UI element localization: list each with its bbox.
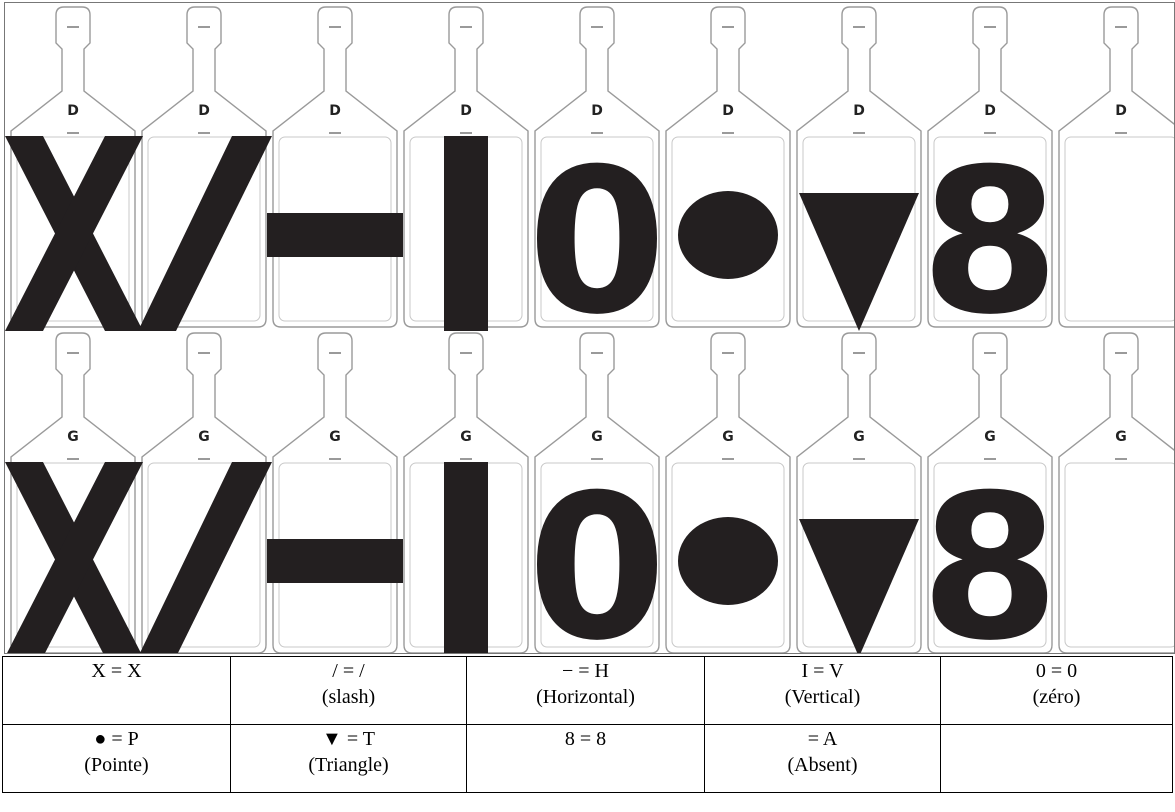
bottle-side-letter: G [67, 429, 79, 445]
mark-vertical [444, 462, 488, 654]
bottle: G [273, 333, 397, 653]
legend-cell: 0 = 0(zéro) [941, 657, 1173, 725]
bottle: D [1059, 7, 1175, 327]
legend-table: X = X / = /(slash) − = H(Horizontal) I =… [2, 656, 1173, 793]
bottle-side-letter: D [853, 103, 865, 119]
bottle-outline [273, 7, 397, 327]
horizontal-bar [267, 213, 403, 257]
legend-cell: ▼ = T(Triangle) [231, 725, 467, 793]
legend-cell: X = X [3, 657, 231, 725]
legend-cell [941, 725, 1173, 793]
bottle-side-letter: G [460, 429, 472, 445]
bottle: D [273, 7, 397, 327]
legend-cell: ● = P(Pointe) [3, 725, 231, 793]
zero-glyph: 0 [527, 126, 666, 359]
legend-cell: / = /(slash) [231, 657, 467, 725]
mark-eight: 8 [920, 452, 1059, 654]
bottle-side-letter: G [722, 429, 734, 445]
bottle-side-letter: G [198, 429, 210, 445]
dot-ellipse [678, 191, 778, 279]
bottle: G [1059, 333, 1175, 653]
bottle-side-letter: G [853, 429, 865, 445]
bottle-side-letter: D [722, 103, 734, 119]
vertical-bar [444, 136, 488, 331]
bottle-side-letter: G [1115, 429, 1127, 445]
eight-glyph: 8 [920, 126, 1059, 359]
bottle-side-letter: D [984, 103, 996, 119]
bottle-side-letter: G [329, 429, 341, 445]
mark-horizontal [267, 539, 403, 583]
eight-glyph: 8 [920, 452, 1059, 654]
bottle-side-letter: G [984, 429, 996, 445]
mark-zero: 0 [527, 452, 666, 654]
zero-glyph: 0 [527, 452, 666, 654]
horizontal-bar [267, 539, 403, 583]
mark-vertical [444, 136, 488, 331]
legend-row: ● = P(Pointe) ▼ = T(Triangle) 8 = 8 = A(… [3, 725, 1173, 793]
legend-cell: I = V(Vertical) [705, 657, 941, 725]
bottle-side-letter: G [591, 429, 603, 445]
bottle-outline [1059, 333, 1175, 653]
bottle-side-letter: D [1115, 103, 1127, 119]
legend-row: X = X / = /(slash) − = H(Horizontal) I =… [3, 657, 1173, 725]
legend-cell: = A(Absent) [705, 725, 941, 793]
legend-cell: − = H(Horizontal) [467, 657, 705, 725]
mark-dot [678, 191, 778, 279]
bottle-side-letter: D [67, 103, 79, 119]
bottle-side-letter: D [591, 103, 603, 119]
bottle-side-letter: D [329, 103, 341, 119]
bottle-outline [1059, 7, 1175, 327]
bottle-side-letter: D [198, 103, 210, 119]
mark-horizontal [267, 213, 403, 257]
dot-ellipse [678, 517, 778, 605]
mark-dot [678, 517, 778, 605]
mark-zero: 0 [527, 126, 666, 359]
vertical-bar [444, 462, 488, 654]
legend-cell: 8 = 8 [467, 725, 705, 793]
bottle-outline [273, 333, 397, 653]
mark-eight: 8 [920, 126, 1059, 359]
bottle-side-letter: D [460, 103, 472, 119]
